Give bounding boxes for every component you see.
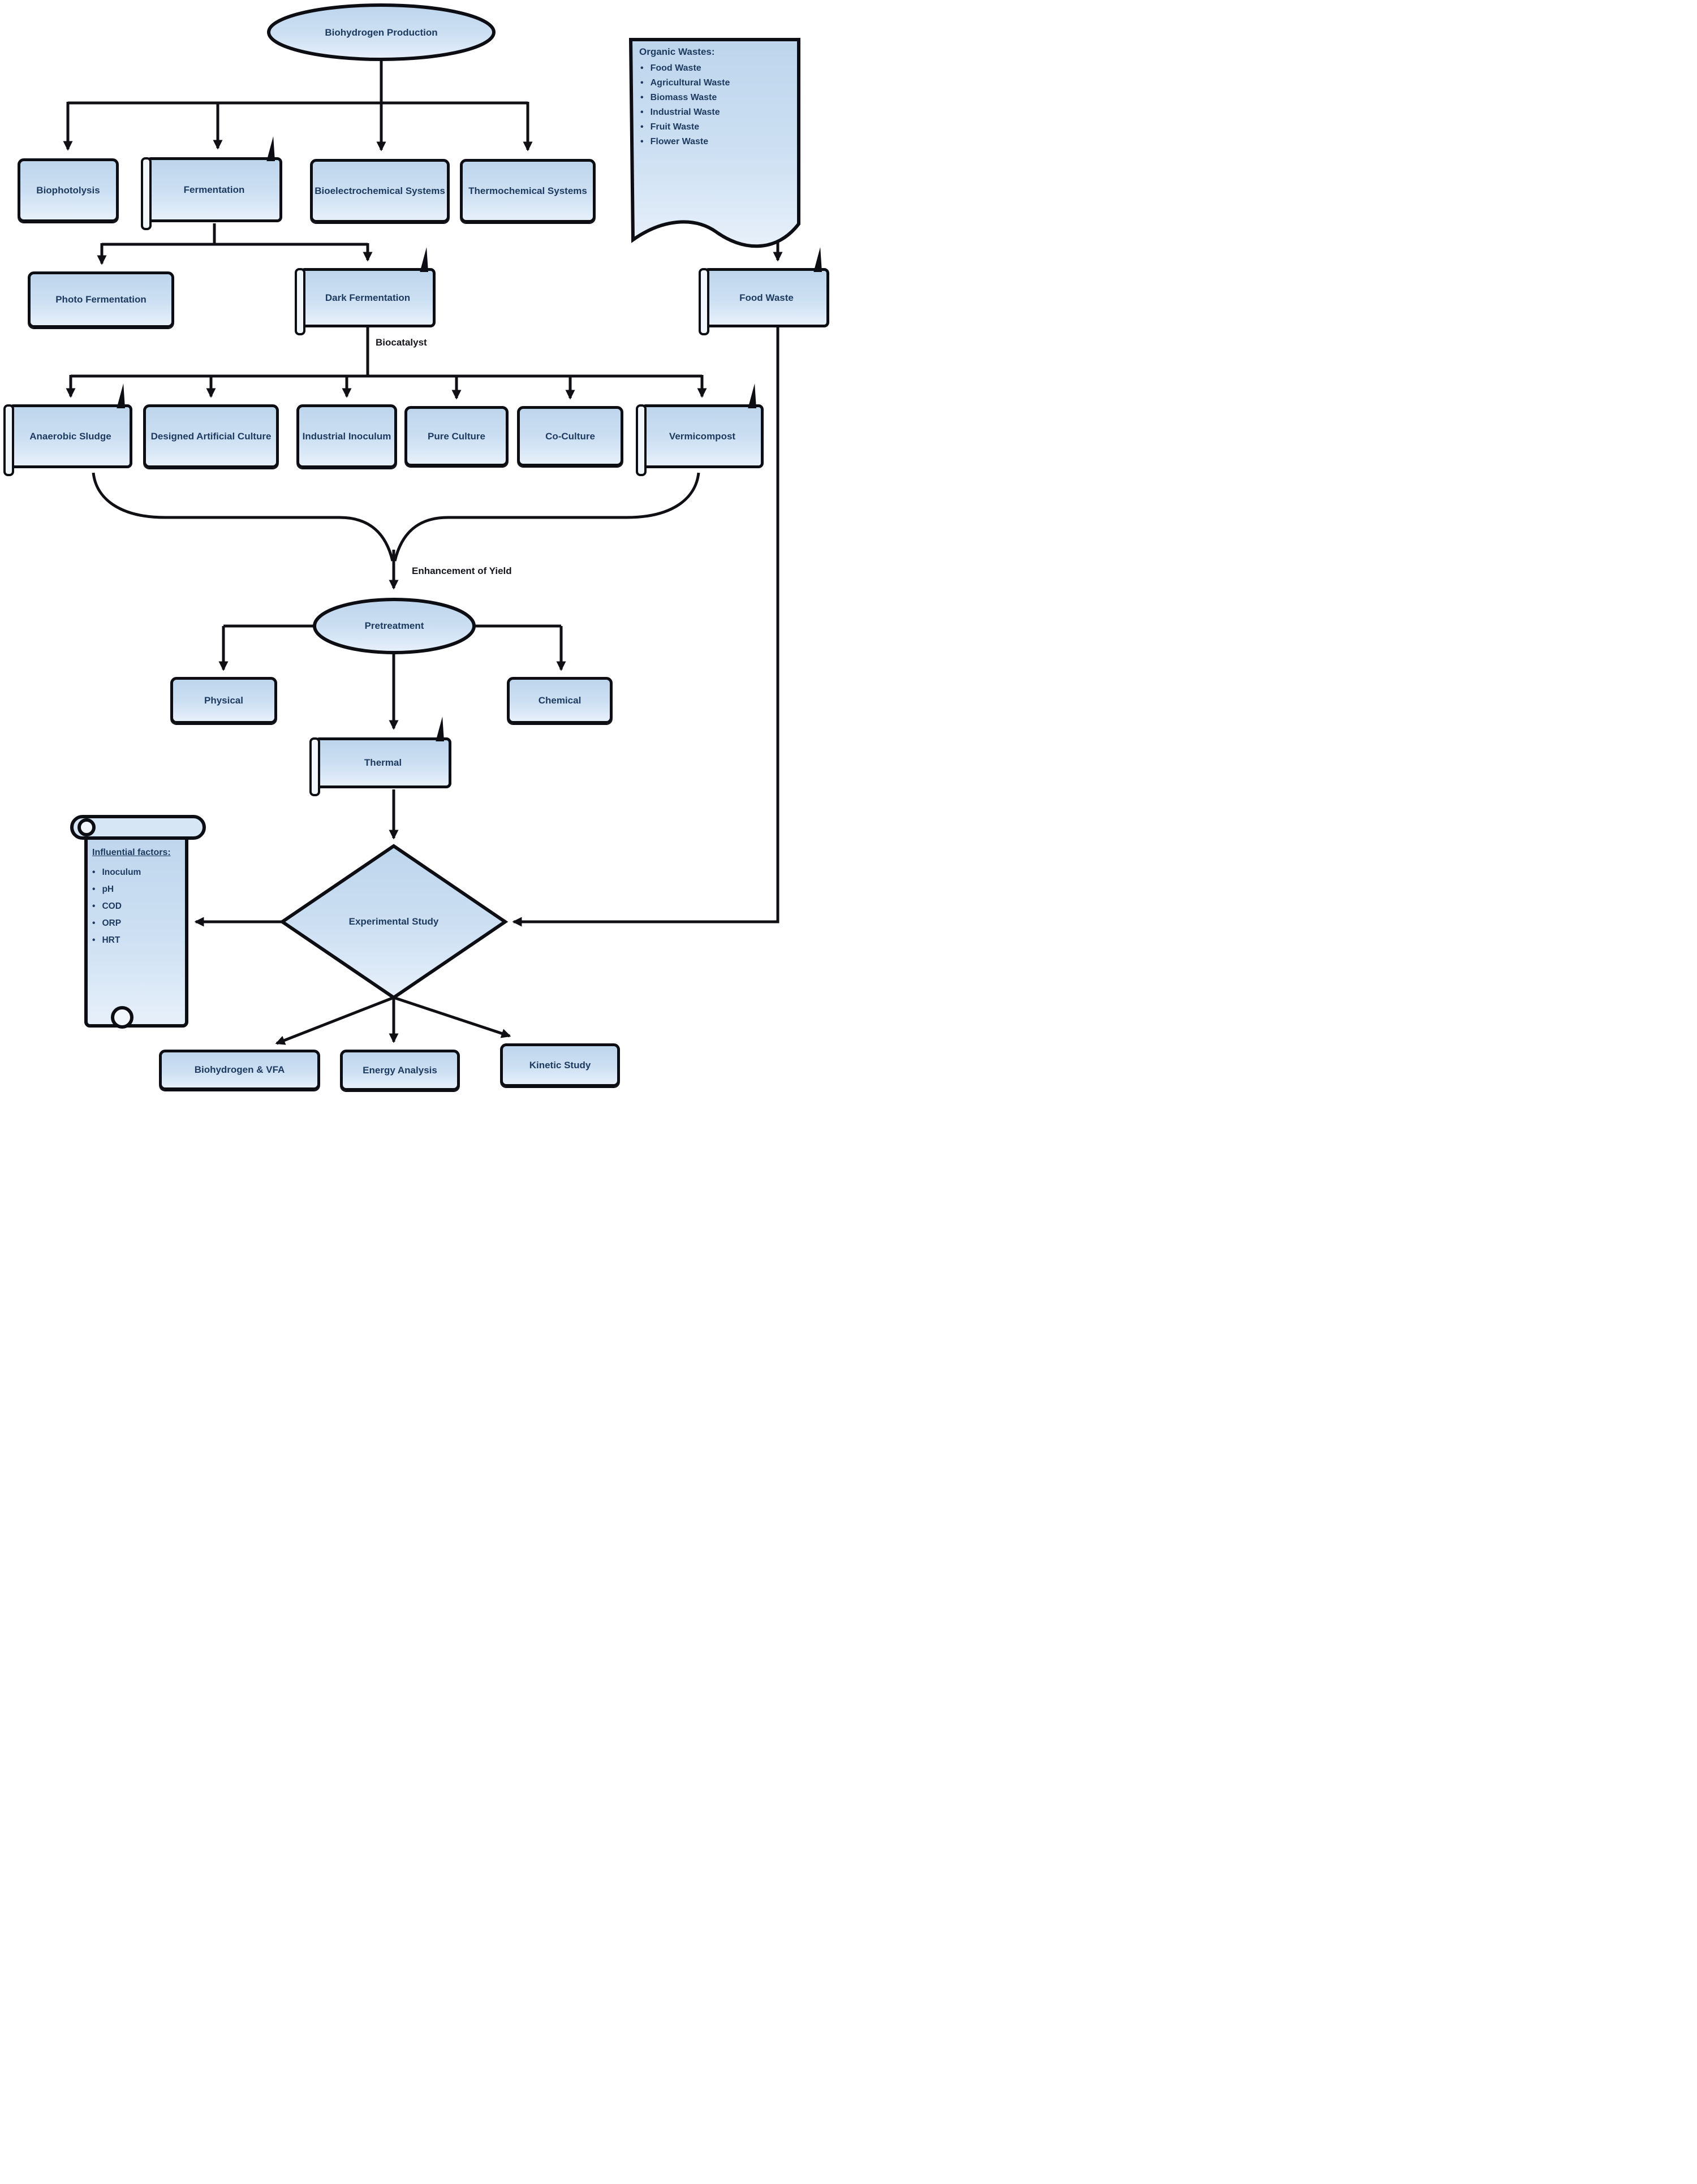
node-label: Photo Fermentation <box>55 294 147 305</box>
ellipse-pretreatment <box>313 598 476 654</box>
node-photo-fermentation: Photo Fermentation <box>28 271 174 328</box>
node-label: Co-Culture <box>545 430 595 442</box>
list-item: ORP <box>92 915 183 932</box>
node-label: Kinetic Study <box>529 1059 591 1071</box>
node-label: Dark Fermentation <box>325 292 411 303</box>
node-label: Fermentation <box>183 184 245 195</box>
label-enhancement-of-yield: Enhancement of Yield <box>412 566 512 576</box>
node-vermicompost: Vermicompost <box>636 404 764 476</box>
list-item: COD <box>92 898 183 915</box>
diamond-experimental-study <box>279 844 509 1000</box>
scroll-top-curl-icon <box>77 818 96 836</box>
node-label: Thermal <box>364 757 402 769</box>
arrow-to-kinetic-study <box>393 996 511 1038</box>
node-label: Industrial Inoculum <box>302 430 391 442</box>
scroll-top-roll <box>70 815 206 840</box>
flowchart-canvas: Biophotolysis Fermentation Bioelectroche… <box>0 0 848 1092</box>
arrow-to-biohydrogen-vfa <box>275 996 394 1045</box>
node-biohydrogen-vfa: Biohydrogen & VFA <box>159 1050 320 1090</box>
node-label: Food Waste <box>739 292 794 303</box>
organic-wastes-title: Organic Wastes: <box>639 46 715 57</box>
funnel-right-curve <box>393 472 700 562</box>
funnel-left-curve <box>92 472 394 562</box>
list-item: Industrial Waste <box>639 105 795 120</box>
fermentation-split <box>97 223 373 265</box>
list-item: HRT <box>92 932 183 949</box>
list-item: Fruit Waste <box>639 120 795 135</box>
organic-wastes-list: Organic Wastes: Food Waste Agricultural … <box>639 46 795 149</box>
pretreatment-branches <box>218 624 566 840</box>
node-kinetic-study: Kinetic Study <box>500 1043 620 1087</box>
node-thermal: Thermal <box>309 737 451 796</box>
node-label: Thermochemical Systems <box>468 185 587 196</box>
diamond-outputs <box>275 996 511 1045</box>
biocatalyst-distribution <box>66 327 707 400</box>
node-bioelectrochemical-systems: Bioelectrochemical Systems <box>310 159 450 223</box>
influential-factors-items: Inoculum pH COD ORP HRT <box>92 864 183 949</box>
ellipse-biohydrogen-production <box>267 3 496 61</box>
node-label: Anaerobic Sludge <box>29 430 111 442</box>
node-label: Chemical <box>538 694 582 706</box>
node-chemical: Chemical <box>507 677 613 724</box>
node-physical: Physical <box>170 677 277 724</box>
node-label: Vermicompost <box>669 430 736 442</box>
node-fermentation: Fermentation <box>141 157 282 230</box>
list-item: Food Waste <box>639 61 795 76</box>
label-pretreatment: Pretreatment <box>364 620 424 632</box>
node-industrial-inoculum: Industrial Inoculum <box>296 404 397 468</box>
node-label: Designed Artificial Culture <box>150 430 272 442</box>
list-item: Agricultural Waste <box>639 76 795 90</box>
node-energy-analysis: Energy Analysis <box>340 1050 460 1091</box>
node-designed-artificial-culture: Designed Artificial Culture <box>143 404 279 468</box>
node-dark-fermentation: Dark Fermentation <box>295 268 436 335</box>
influential-factors-title: Influential factors: <box>92 848 171 857</box>
node-label: Bioelectrochemical Systems <box>315 185 445 196</box>
node-label: Pure Culture <box>427 430 486 442</box>
node-label: Biohydrogen & VFA <box>194 1064 285 1076</box>
node-food-waste: Food Waste <box>699 268 829 335</box>
label-biohydrogen-production: Biohydrogen Production <box>325 27 438 38</box>
organic-wastes-items: Food Waste Agricultural Waste Biomass Wa… <box>639 61 795 149</box>
node-label: Energy Analysis <box>363 1064 437 1076</box>
list-item: Inoculum <box>92 864 183 881</box>
label-biocatalyst: Biocatalyst <box>376 337 427 348</box>
influential-factors-list: Influential factors: Inoculum pH COD ORP… <box>92 846 183 949</box>
node-co-culture: Co-Culture <box>517 406 623 467</box>
label-experimental-study: Experimental Study <box>348 916 439 927</box>
arrow-foodwaste-to-experimental <box>512 326 779 927</box>
node-label: Biophotolysis <box>36 184 100 196</box>
list-item: Flower Waste <box>639 135 795 149</box>
scroll-bottom-curl-icon <box>111 1006 133 1029</box>
node-biophotolysis: Biophotolysis <box>18 158 119 222</box>
node-thermochemical-systems: Thermochemical Systems <box>460 159 596 223</box>
list-item: Biomass Waste <box>639 90 795 105</box>
node-label: Physical <box>204 694 243 706</box>
funnel-merge <box>92 472 700 590</box>
top-tree-connectors <box>63 59 533 152</box>
node-anaerobic-sludge: Anaerobic Sludge <box>3 404 132 476</box>
node-pure-culture: Pure Culture <box>404 406 509 467</box>
list-item: pH <box>92 881 183 898</box>
